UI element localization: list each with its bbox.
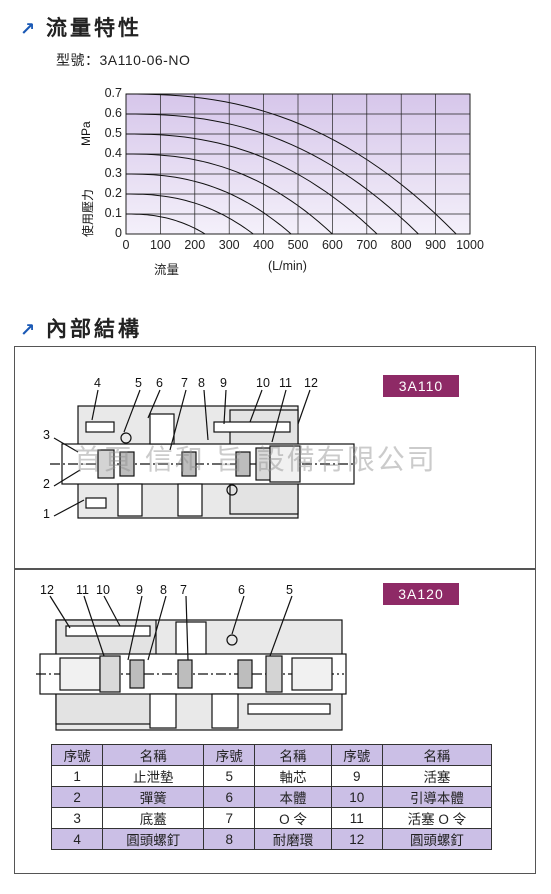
table-cell: 12: [330, 828, 383, 850]
table-cell: 彈簧: [102, 786, 205, 808]
model-tag-3a120: 3A120: [383, 583, 459, 605]
part-callout-number: 8: [160, 583, 167, 597]
y-tick-label: 0.3: [104, 166, 122, 180]
x-tick-label: 300: [218, 238, 240, 252]
model-value: 3A110-06-NO: [99, 52, 191, 68]
arrow-icon: ↗: [20, 19, 39, 39]
part-callout-number: 10: [96, 583, 110, 597]
table-cell: 軸芯: [254, 765, 332, 787]
table-header: 序號: [330, 744, 383, 766]
table-cell: O 令: [254, 807, 332, 829]
table-header-row: 序號 名稱 序號 名稱 序號 名稱: [50, 744, 493, 766]
x-tick-label: 1000: [456, 238, 484, 252]
y-tick-label: 0.5: [104, 126, 122, 140]
x-tick-label: 600: [321, 238, 343, 252]
table-cell: 1: [50, 765, 104, 787]
y-tick-label: 0.2: [104, 186, 122, 200]
part-callout-number: 7: [181, 376, 188, 390]
structure-section-title: ↗內部結構: [20, 318, 142, 341]
table-header: 序號: [50, 744, 104, 766]
chart-plot: [125, 93, 471, 235]
x-tick-label: 900: [425, 238, 447, 252]
x-axis-label: 流量: [154, 263, 180, 277]
x-tick-label: 700: [356, 238, 378, 252]
part-callout-number: 12: [304, 376, 318, 390]
part-callout-number: 6: [156, 376, 163, 390]
model-tag-3a110: 3A110: [383, 375, 459, 397]
y-tick-label: 0.6: [104, 106, 122, 120]
x-tick-label: 400: [253, 238, 275, 252]
model-line: 型號：3A110-06-NO: [56, 50, 190, 70]
x-tick-label: 200: [184, 238, 206, 252]
series-curve: [126, 193, 254, 235]
part-callout-number: 12: [40, 583, 54, 597]
table-cell: 10: [330, 786, 383, 808]
table-cell: 8: [203, 828, 256, 850]
part-callout-number: 9: [220, 376, 227, 390]
table-header: 名稱: [381, 744, 493, 766]
diagram-frame-3a120: [14, 568, 536, 874]
arrow-icon: ↗: [20, 320, 39, 340]
table-cell: 3: [50, 807, 104, 829]
part-callout-number: 11: [279, 376, 292, 390]
table-cell: 活塞: [381, 765, 493, 787]
part-callout-number: 2: [43, 477, 50, 491]
table-cell: 圓頭螺釘: [102, 828, 205, 850]
series-curve: [126, 213, 206, 235]
series-curve: [126, 93, 457, 235]
part-callout-number: 1: [43, 507, 50, 521]
y-tick-label: 0.4: [104, 146, 122, 160]
table-cell: 本體: [254, 786, 332, 808]
x-tick-label: 800: [390, 238, 412, 252]
table-cell: 4: [50, 828, 104, 850]
series-curve: [126, 153, 333, 235]
part-callout-number: 5: [286, 583, 293, 597]
series-curve: [126, 133, 378, 235]
y-tick-label: 0.1: [104, 206, 122, 220]
table-cell: 止泄墊: [102, 765, 205, 787]
part-callout-number: 6: [238, 583, 245, 597]
diagram-frame-3a110: [14, 346, 536, 570]
table-cell: 底蓋: [102, 807, 205, 829]
part-callout-number: 10: [256, 376, 270, 390]
table-header: 名稱: [254, 744, 332, 766]
table-cell: 引導本體: [381, 786, 493, 808]
y-tick-label: 0.7: [104, 86, 122, 100]
table-header: 序號: [203, 744, 256, 766]
table-header: 名稱: [102, 744, 205, 766]
part-callout-number: 4: [94, 376, 101, 390]
part-callout-number: 7: [180, 583, 187, 597]
table-cell: 6: [203, 786, 256, 808]
watermark-text: 首頁 信和 旨 設備有限公司: [74, 443, 437, 476]
series-curve: [126, 173, 292, 235]
part-callout-number: 11: [76, 583, 89, 597]
x-tick-label: 0: [122, 238, 130, 252]
table-cell: 活塞 O 令: [381, 807, 493, 829]
model-label: 型號：: [56, 52, 100, 68]
part-callout-number: 5: [135, 376, 142, 390]
table-cell: 2: [50, 786, 104, 808]
series-curve: [126, 113, 419, 235]
table-cell: 9: [330, 765, 383, 787]
flow-section-title: ↗流量特性: [20, 17, 142, 40]
table-cell: 11: [330, 807, 383, 829]
part-callout-number: 8: [198, 376, 205, 390]
y-tick-label: 0: [115, 226, 122, 240]
x-tick-label: 100: [149, 238, 171, 252]
part-callout-number: 3: [43, 428, 50, 442]
x-axis-units: (L/min): [268, 259, 307, 273]
x-tick-label: 500: [287, 238, 309, 252]
table-cell: 圓頭螺釘: [381, 828, 493, 850]
part-callout-number: 9: [136, 583, 143, 597]
table-cell: 5: [203, 765, 256, 787]
table-cell: 耐磨環: [254, 828, 332, 850]
table-cell: 7: [203, 807, 256, 829]
